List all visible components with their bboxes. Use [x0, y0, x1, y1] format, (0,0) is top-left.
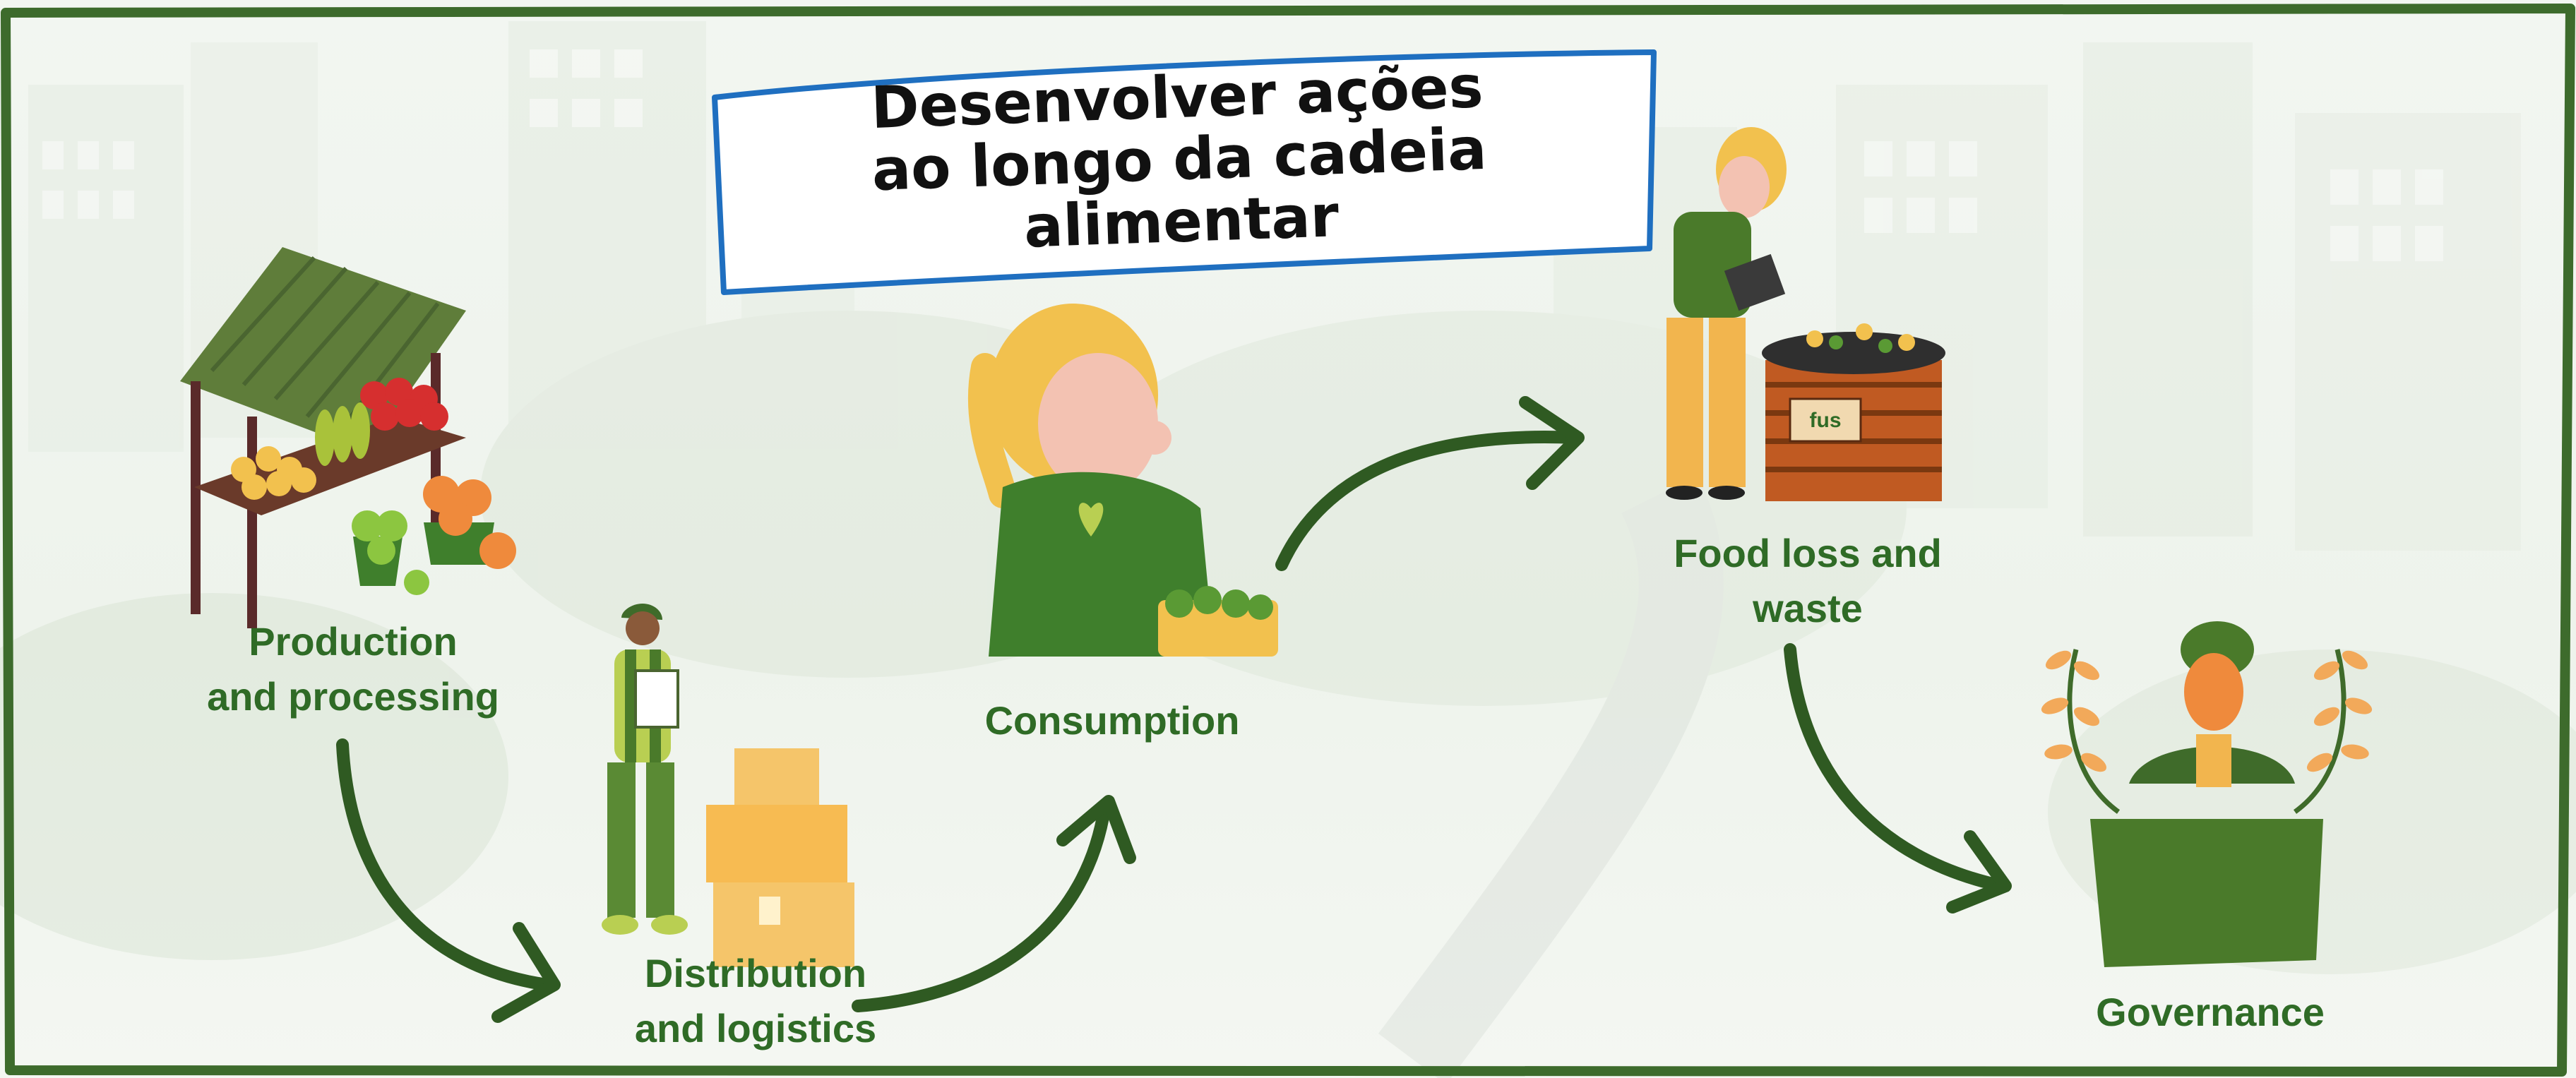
- consumption-label-line-1: Consumption: [984, 698, 1240, 743]
- production-label-line-1: Production: [249, 619, 458, 664]
- stage-label-production: Production and processing: [162, 614, 544, 724]
- woman-eating-icon: [967, 304, 1278, 657]
- arrow-food-loss-to-governance: [1784, 643, 2012, 914]
- stage-label-governance: Governance: [2034, 985, 2387, 1040]
- arrow-production-to-distribution: [336, 738, 561, 1023]
- stage-label-food-loss: Food loss and waste: [1624, 526, 1991, 636]
- food-loss-label-line-1: Food loss and: [1674, 531, 1942, 575]
- compost-bin-icon: [1666, 127, 1945, 501]
- compost-bin-logo: fus: [1810, 409, 1842, 432]
- stage-label-distribution: Distribution and logistics: [572, 946, 939, 1056]
- distribution-label-line-2: and logistics: [634, 1006, 877, 1050]
- title-box: [712, 49, 1657, 295]
- stage-label-consumption: Consumption: [939, 693, 1285, 748]
- diagram-title: Desenvolver ações ao longo da cadeia ali…: [732, 52, 1627, 269]
- delivery-worker-icon: [602, 604, 854, 967]
- distribution-label-line-1: Distribution: [644, 951, 867, 995]
- governance-label-line-1: Governance: [2096, 990, 2325, 1034]
- governance-person-icon: [2041, 621, 2373, 967]
- diagram-frame: [1, 4, 2575, 1077]
- market-stall-icon: [180, 247, 516, 628]
- arrow-distribution-to-consumption: [852, 795, 1136, 1012]
- arrow-consumption-to-food-loss: [1275, 396, 1585, 571]
- food-loss-label-line-2: waste: [1753, 586, 1863, 630]
- production-label-line-2: and processing: [207, 674, 499, 719]
